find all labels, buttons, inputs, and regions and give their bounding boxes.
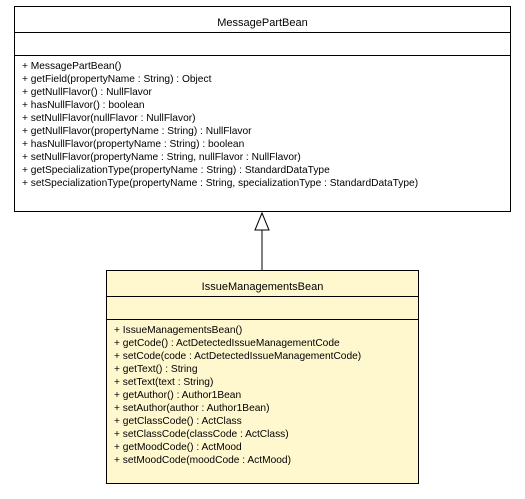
operation: + getNullFlavor() : NullFlavor xyxy=(22,87,152,98)
operation: + getMoodCode() : ActMood xyxy=(114,442,242,453)
attributes-compartment xyxy=(15,33,510,56)
operation: + getClassCode() : ActClass xyxy=(114,416,242,427)
class-name-message-part-bean: MessagePartBean xyxy=(15,7,510,33)
operation: + setClassCode(classCode : ActClass) xyxy=(114,429,289,440)
operation: + setAuthor(author : Author1Bean) xyxy=(114,403,270,414)
operations-compartment: + IssueManagementsBean() + getCode() : A… xyxy=(107,320,418,467)
operation: + setMoodCode(moodCode : ActMood) xyxy=(114,455,291,466)
operation: + setCode(code : ActDetectedIssueManagem… xyxy=(114,351,362,362)
operations-compartment: + MessagePartBean() + getField(propertyN… xyxy=(15,56,510,190)
operation: + getAuthor() : Author1Bean xyxy=(114,390,242,401)
generalization-arrowhead xyxy=(254,211,270,231)
operation: + setNullFlavor(nullFlavor : NullFlavor) xyxy=(22,113,196,124)
operation: + hasNullFlavor() : boolean xyxy=(22,100,145,111)
operation: + setNullFlavor(propertyName : String, n… xyxy=(22,152,301,163)
operation: + getText() : String xyxy=(114,364,198,375)
attributes-compartment xyxy=(107,297,418,320)
operation: + getSpecializationType(propertyName : S… xyxy=(22,165,330,176)
operation: + IssueManagementsBean() xyxy=(114,325,243,336)
class-box-issue-managements-bean[interactable]: IssueManagementsBean + IssueManagementsB… xyxy=(106,270,419,484)
operation: + getCode() : ActDetectedIssueManagement… xyxy=(114,338,340,349)
operation: + setSpecializationType(propertyName : S… xyxy=(22,178,419,189)
class-box-message-part-bean[interactable]: MessagePartBean + MessagePartBean() + ge… xyxy=(14,6,511,212)
operation: + getNullFlavor(propertyName : String) :… xyxy=(22,126,252,137)
operation: + hasNullFlavor(propertyName : String) :… xyxy=(22,139,245,150)
operation: + setText(text : String) xyxy=(114,377,214,388)
class-name-issue-managements-bean: IssueManagementsBean xyxy=(107,271,418,297)
operation: + MessagePartBean() xyxy=(22,61,122,72)
operation: + getField(propertyName : String) : Obje… xyxy=(22,74,212,85)
